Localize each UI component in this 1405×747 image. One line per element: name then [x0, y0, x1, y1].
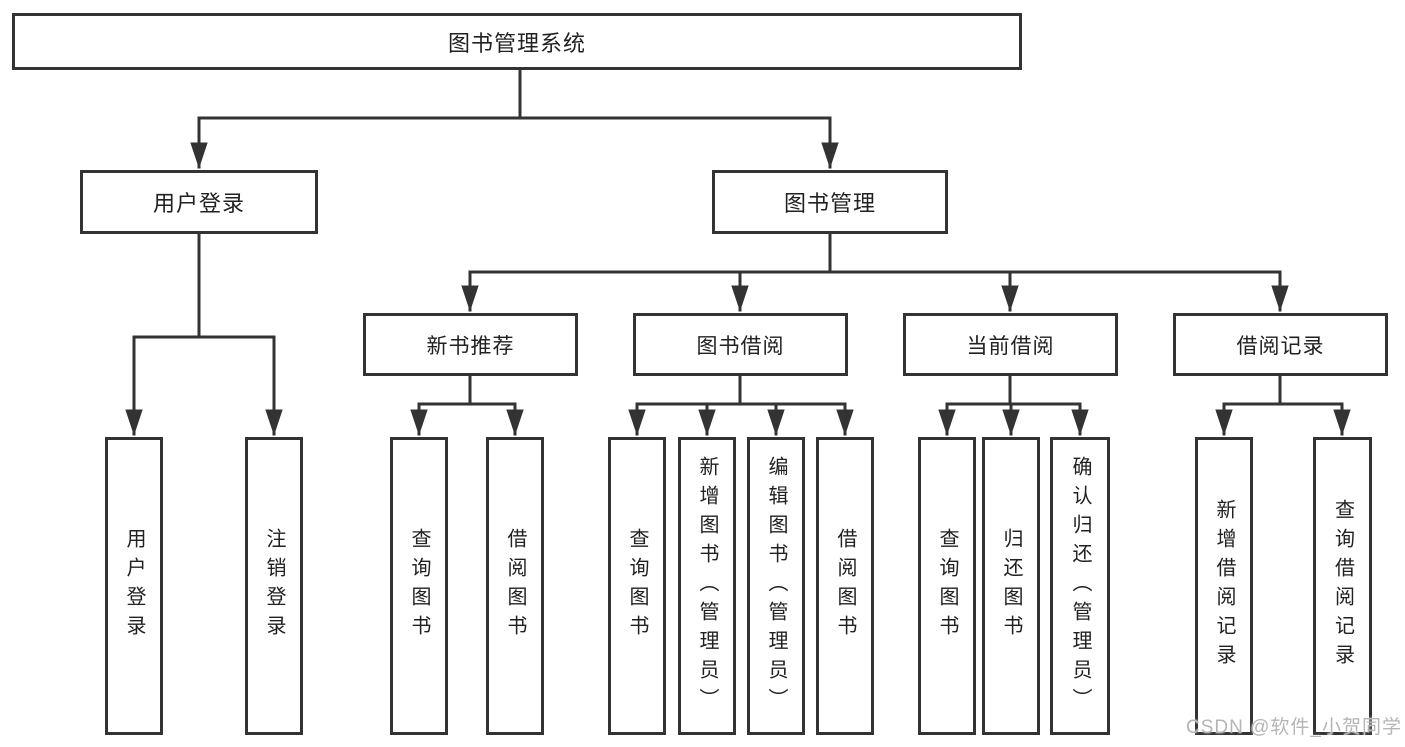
leaf-borrow-books-recommend: 借阅图书 [486, 437, 544, 735]
node-book-borrowing: 图书借阅 [633, 313, 848, 376]
node-label: 用户登录 [152, 191, 245, 216]
node-label: 新增图书（管理员） [696, 455, 718, 717]
node-label: 当前借阅 [966, 334, 1055, 358]
node-label: 用户登录 [123, 528, 145, 644]
node-borrowing-records: 借阅记录 [1173, 313, 1388, 376]
leaf-confirm-return-admin: 确认归还（管理员） [1050, 437, 1110, 735]
leaf-add-books-admin: 新增图书（管理员） [678, 437, 736, 735]
node-new-book-recommend: 新书推荐 [363, 313, 578, 376]
leaf-logout-login: 注销登录 [245, 437, 303, 735]
node-root: 图书管理系统 [12, 13, 1022, 70]
node-book-management: 图书管理 [712, 170, 948, 234]
node-label: 图书管理系统 [447, 30, 586, 56]
node-label: 图书管理 [783, 191, 876, 216]
leaf-edit-books-admin: 编辑图书（管理员） [747, 437, 805, 735]
node-label: 借阅图书 [834, 528, 856, 644]
node-label: 编辑图书（管理员） [765, 455, 787, 717]
leaf-query-books-current: 查询图书 [918, 437, 976, 735]
leaf-query-books-recommend: 查询图书 [390, 437, 448, 735]
node-label: 图书借阅 [696, 334, 785, 358]
node-current-borrowing: 当前借阅 [903, 313, 1118, 376]
node-label: 新增借阅记录 [1213, 499, 1235, 673]
node-label: 注销登录 [263, 528, 285, 644]
node-label: 借阅图书 [504, 528, 526, 644]
node-label: 新书推荐 [426, 334, 515, 358]
node-label: 查询图书 [408, 528, 430, 644]
leaf-query-borrow-record: 查询借阅记录 [1313, 437, 1372, 735]
node-label: 确认归还（管理员） [1069, 455, 1091, 717]
leaf-borrow-books-borrowing: 借阅图书 [816, 437, 874, 735]
csdn-watermark: CSDN @软件_小贺同学 [1186, 717, 1402, 738]
node-label: 借阅记录 [1236, 334, 1325, 358]
node-label: 查询图书 [936, 528, 958, 644]
leaf-add-borrow-record: 新增借阅记录 [1195, 437, 1253, 735]
node-label: 查询借阅记录 [1331, 499, 1354, 673]
node-user-login: 用户登录 [80, 170, 318, 234]
leaf-return-books: 归还图书 [982, 437, 1040, 735]
leaf-query-books-borrowing: 查询图书 [608, 437, 666, 735]
leaf-user-login: 用户登录 [105, 437, 163, 735]
node-label: 归还图书 [1000, 528, 1022, 644]
node-label: 查询图书 [626, 528, 648, 644]
